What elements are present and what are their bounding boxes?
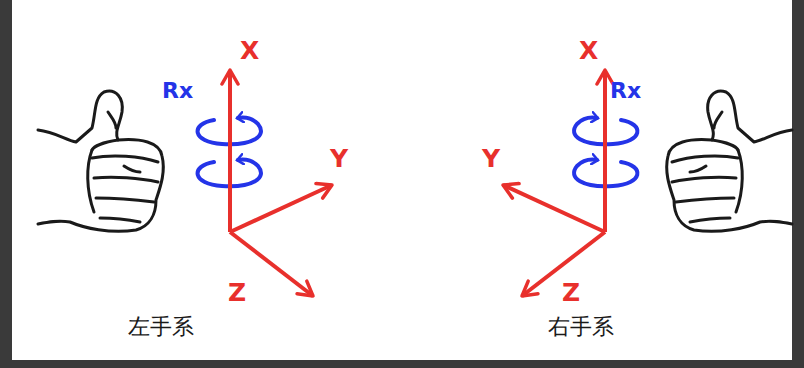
axis-label: Z — [562, 280, 580, 305]
system-caption: 右手系 — [548, 316, 614, 338]
axis-label: X — [579, 38, 598, 63]
rotation-label: Rx — [162, 80, 193, 102]
system-caption: 左手系 — [128, 316, 194, 338]
axis-label: X — [240, 38, 259, 63]
axis-label: Z — [228, 280, 246, 305]
axis-label: Y — [482, 146, 500, 171]
axis-label: Y — [330, 146, 348, 171]
rotation-label: Rx — [610, 80, 641, 102]
